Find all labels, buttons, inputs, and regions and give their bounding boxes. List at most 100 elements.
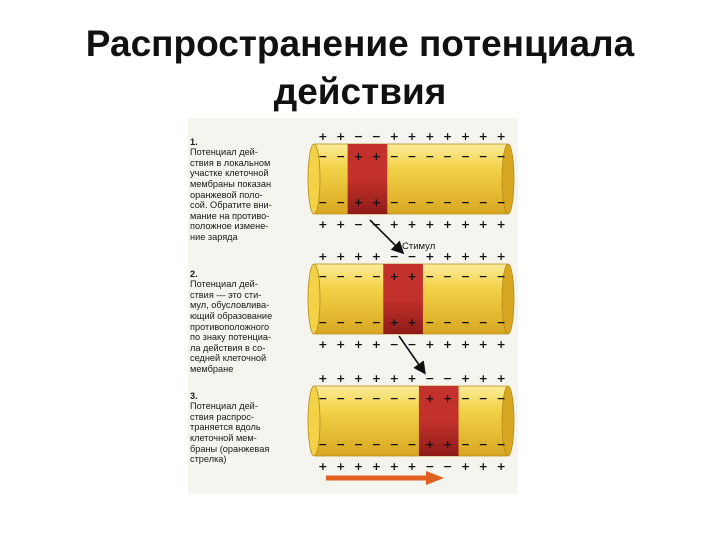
- charge-sign: +: [479, 130, 488, 143]
- charge-sign: −: [479, 196, 488, 209]
- charge-sign: +: [443, 130, 452, 143]
- charge-sign: +: [354, 460, 363, 473]
- charge-sign: +: [425, 130, 434, 143]
- charge-sign: +: [425, 338, 434, 351]
- page-title-line-2: действия: [273, 71, 447, 112]
- charge-sign: −: [496, 270, 505, 283]
- charge-sign: −: [443, 460, 452, 473]
- caption-text: Потенциал дей- ствия в локальном участке…: [190, 147, 272, 242]
- charge-sign: +: [318, 250, 327, 263]
- page-title-line-1: Распространение потенциала: [85, 23, 635, 64]
- cylinder-end-right: [501, 143, 515, 215]
- charge-sign: +: [318, 130, 327, 143]
- charge-sign: −: [354, 130, 363, 143]
- charge-sign: +: [461, 218, 470, 231]
- charge-sign: +: [496, 372, 505, 385]
- charge-sign: +: [461, 460, 470, 473]
- charge-sign: −: [407, 338, 416, 351]
- charge-sign: +: [461, 130, 470, 143]
- charge-sign: +: [407, 460, 416, 473]
- charge-sign: +: [479, 372, 488, 385]
- charge-sign: −: [318, 270, 327, 283]
- cylinder-end-left: [307, 143, 321, 215]
- charge-sign: −: [479, 392, 488, 405]
- charge-sign: +: [336, 460, 345, 473]
- charge-sign: −: [443, 270, 452, 283]
- charge-sign: −: [390, 250, 399, 263]
- charge-sign: −: [461, 392, 470, 405]
- membrane-diagram: ++−−+++++++−−++−−−−−−−−−++−−−−−−−++−−+++…: [307, 130, 515, 485]
- charge-sign: −: [479, 438, 488, 451]
- charge-sign: +: [336, 130, 345, 143]
- charge-sign: +: [425, 218, 434, 231]
- charge-sign: −: [336, 150, 345, 163]
- charge-sign: −: [407, 392, 416, 405]
- cylinder-end-right: [501, 263, 515, 335]
- charge-sign: −: [372, 392, 381, 405]
- charge-sign: +: [336, 338, 345, 351]
- charge-sign: +: [479, 338, 488, 351]
- charge-sign: +: [372, 338, 381, 351]
- charge-sign: −: [372, 316, 381, 329]
- caption-text: Потенциал дей- ствия распрос- траняется …: [190, 401, 270, 465]
- charge-sign: +: [479, 250, 488, 263]
- charge-sign: +: [372, 372, 381, 385]
- charge-sign: +: [354, 196, 363, 209]
- charge-sign: +: [318, 338, 327, 351]
- charge-sign: −: [318, 438, 327, 451]
- membrane-cylinder-2: ++++−−+++++−−−−++−−−−−−−−−++−−−−−++++−−+…: [307, 250, 515, 351]
- charge-sign: +: [336, 250, 345, 263]
- charge-sign: −: [336, 392, 345, 405]
- caption-number: 1.: [190, 136, 198, 147]
- charge-sign: −: [407, 250, 416, 263]
- charge-sign: +: [390, 316, 399, 329]
- charge-sign: +: [407, 218, 416, 231]
- charge-sign: −: [479, 270, 488, 283]
- charge-sign: −: [425, 460, 434, 473]
- stimulus-label: Стимул: [402, 241, 436, 252]
- charge-sign: −: [354, 438, 363, 451]
- charge-sign: −: [372, 438, 381, 451]
- cylinder-end-left: [307, 263, 321, 335]
- charge-sign: −: [461, 438, 470, 451]
- charge-sign: +: [407, 270, 416, 283]
- charge-sign: +: [407, 130, 416, 143]
- charge-sign: +: [354, 150, 363, 163]
- stimulus-arrow-1: [369, 219, 405, 255]
- charge-sign: +: [354, 338, 363, 351]
- charge-sign: +: [390, 372, 399, 385]
- charge-sign: +: [318, 460, 327, 473]
- charge-sign: +: [318, 218, 327, 231]
- charge-sign: −: [318, 150, 327, 163]
- caption-step-3: 3. Потенциал дей- ствия распрос- траняет…: [190, 380, 298, 465]
- charge-sign: −: [390, 150, 399, 163]
- charge-sign: +: [336, 372, 345, 385]
- charge-sign: +: [425, 250, 434, 263]
- charge-sign: +: [461, 372, 470, 385]
- charge-sign: +: [390, 270, 399, 283]
- charge-sign: −: [425, 316, 434, 329]
- caption-step-2: 2. Потенциал дей- ствия — это сти- мул, …: [190, 258, 298, 375]
- caption-number: 3.: [190, 390, 198, 401]
- charge-sign: −: [496, 150, 505, 163]
- charge-sign: +: [336, 218, 345, 231]
- charge-sign: −: [372, 270, 381, 283]
- charge-sign: +: [461, 250, 470, 263]
- propagation-arrow: [326, 471, 444, 485]
- charge-sign: −: [425, 270, 434, 283]
- charge-sign: −: [390, 392, 399, 405]
- charge-sign: −: [496, 392, 505, 405]
- charge-sign: +: [443, 218, 452, 231]
- charge-sign: +: [479, 460, 488, 473]
- charge-sign: +: [496, 338, 505, 351]
- charge-sign: −: [479, 316, 488, 329]
- charge-sign: +: [496, 218, 505, 231]
- charge-sign: +: [479, 218, 488, 231]
- caption-text: Потенциал дей- ствия — это сти- мул, обу…: [190, 279, 273, 374]
- stimulus-arrow-2: [398, 335, 426, 375]
- charge-sign: +: [496, 130, 505, 143]
- cylinder-end-left: [307, 385, 321, 457]
- charge-sign: −: [354, 392, 363, 405]
- charge-sign: +: [390, 460, 399, 473]
- membrane-cylinder-3: ++++++−−+++−−−−−−++−−−−−−−−−++−−−++++++−…: [307, 372, 515, 473]
